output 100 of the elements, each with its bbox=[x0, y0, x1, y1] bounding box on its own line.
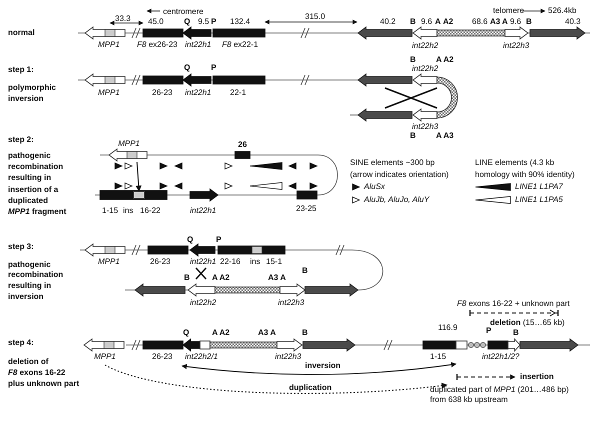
gene-label: int22h3 bbox=[275, 352, 302, 361]
annotation-label: A3 A bbox=[268, 273, 286, 282]
annotation-label: B bbox=[302, 328, 308, 337]
annotation-label: recombination bbox=[8, 162, 64, 171]
annotation-label: 26-23 bbox=[152, 352, 172, 361]
annotation-label: 40.2 bbox=[380, 17, 396, 26]
annotation-label: 9.6 bbox=[421, 17, 432, 26]
gene-label: int22h1 bbox=[190, 257, 216, 266]
annotation-label: P bbox=[211, 17, 216, 26]
gene-label: MPP1 bbox=[93, 352, 117, 361]
arrow bbox=[136, 162, 142, 192]
annotation-label: A bbox=[502, 17, 508, 26]
dotted-arrow bbox=[104, 364, 448, 394]
annotation-label: 22-1 bbox=[230, 88, 246, 97]
annotation-label: (arrow indicates orientation) bbox=[350, 170, 449, 179]
annotation-label: 26-23 bbox=[152, 88, 172, 97]
annotation-label: resulting in bbox=[8, 173, 52, 182]
gene-label: int22h2 bbox=[412, 64, 438, 73]
annotation-label: ins bbox=[123, 206, 134, 215]
annotation-label: deletion (15…65 kb) bbox=[490, 318, 565, 327]
annotation-label: duplicated bbox=[8, 196, 48, 205]
annotation-label: LINE elements (4.3 kb bbox=[475, 158, 554, 167]
annotation-label: 116.9 bbox=[438, 323, 458, 332]
gene-label: int22h3 bbox=[503, 41, 530, 50]
annotation-label: A A2 bbox=[436, 55, 454, 64]
gene-label: int22h1 bbox=[190, 206, 216, 215]
annotation-label: B bbox=[302, 266, 308, 275]
annotation-label: telomere bbox=[493, 6, 524, 15]
annotation-label: deletion of bbox=[8, 357, 48, 366]
annotation-label: inversion bbox=[305, 361, 341, 370]
annotation-label: B bbox=[410, 131, 416, 140]
annotation-label: 132.4 bbox=[230, 17, 250, 26]
annotation-label: pathogenic bbox=[8, 260, 51, 269]
gene-label: MPP1 bbox=[117, 139, 141, 148]
annotation-label: polymorphic bbox=[8, 83, 56, 92]
annotation-label: B bbox=[526, 17, 532, 26]
annotation-label: insertion bbox=[520, 372, 554, 381]
annotation-label: Q bbox=[183, 328, 190, 337]
annotation-label: F8 exons 16-22 bbox=[8, 368, 66, 377]
annotation-label: A A2 bbox=[212, 328, 230, 337]
annotation-label: 9.6 bbox=[510, 17, 522, 26]
annotation-label: duplicated part of MPP1 (201…486 bp) bbox=[430, 385, 569, 394]
annotation-label: SINE elements ~300 bp bbox=[350, 158, 435, 167]
annotation-label: B bbox=[513, 328, 519, 337]
legend-label: AluSx bbox=[364, 182, 385, 191]
gene-label: int22h1/2? bbox=[482, 352, 520, 361]
gene-label: MPP1 bbox=[98, 40, 120, 49]
legend-label: AluJb, AluJo, AluY bbox=[364, 195, 430, 204]
annotation-label: P bbox=[211, 63, 216, 72]
annotation-label: recombination bbox=[8, 270, 64, 279]
annotation-label: A bbox=[435, 17, 441, 26]
annotation-label: 22-16 bbox=[220, 257, 240, 266]
legend-label: LINE1 L1PA7 bbox=[515, 182, 563, 191]
gene-label: int22h3 bbox=[278, 298, 304, 307]
annotation-label: step 4: bbox=[8, 338, 34, 347]
annotation-label: step 1: bbox=[8, 65, 34, 74]
annotation-label: step 2: bbox=[8, 135, 34, 144]
gene-label: int22h1 bbox=[185, 88, 212, 97]
gene-label: int22h1 bbox=[185, 40, 212, 49]
annotation-label: Q bbox=[187, 235, 194, 244]
annotation-label: 26 bbox=[238, 140, 247, 149]
gene-label: int22h3 bbox=[412, 122, 438, 131]
annotation-label: 40.3 bbox=[565, 17, 581, 26]
annotation-label: 45.0 bbox=[148, 17, 164, 26]
gene-label: int22h2 bbox=[412, 41, 438, 50]
annotation-label: Q bbox=[184, 17, 190, 26]
gene-label: MPP1 bbox=[98, 257, 120, 266]
annotation-label: normal bbox=[8, 28, 35, 37]
annotation-label: MPP1 fragment bbox=[8, 207, 66, 216]
annotation-label: 1-15 bbox=[430, 352, 446, 361]
annotation-label: 526.4kb bbox=[548, 6, 576, 15]
annotation-label: B bbox=[410, 55, 416, 64]
annotation-label: A A2 bbox=[212, 273, 230, 282]
edge-label: duplication bbox=[288, 383, 333, 392]
annotation-label: F8 ex22-1 bbox=[222, 40, 258, 49]
annotation-label: 1-15 bbox=[102, 206, 118, 215]
annotation-label: P bbox=[216, 235, 222, 244]
annotation-label: F8 exons 16-22 + unknown part bbox=[457, 299, 570, 308]
annotation-label: 26-23 bbox=[150, 257, 170, 266]
annotation-label: 23-25 bbox=[296, 204, 316, 213]
legend-label: LINE1 L1PA5 bbox=[515, 195, 563, 204]
annotation-label: step 3: bbox=[8, 242, 34, 251]
annotation-label: inversion bbox=[8, 94, 44, 103]
annotation-label: 9.5 bbox=[198, 17, 210, 26]
annotation-label: insertion of a bbox=[8, 185, 58, 194]
annotation-label: from 638 kb upstream bbox=[430, 395, 508, 404]
annotation-label: A A3 bbox=[436, 131, 454, 140]
annotation-label: 315.0 bbox=[305, 12, 326, 21]
gene-label: int22h2/1 bbox=[185, 352, 218, 361]
annotation-label: 68.6 bbox=[472, 17, 488, 26]
annotation-label: A3 A bbox=[258, 328, 276, 337]
annotation-label: resulting in bbox=[8, 281, 52, 290]
annotation-label: F8 ex26-23 bbox=[137, 40, 178, 49]
annotation-label: A3 bbox=[490, 17, 500, 26]
annotation-label: ins bbox=[250, 257, 260, 266]
gene-label: int22h2 bbox=[190, 298, 216, 307]
annotation-label: 16-22 bbox=[140, 206, 160, 215]
annotation-label: pathogenic bbox=[8, 151, 51, 160]
insert-box bbox=[133, 191, 145, 199]
annotation-label: centromere bbox=[163, 7, 204, 16]
